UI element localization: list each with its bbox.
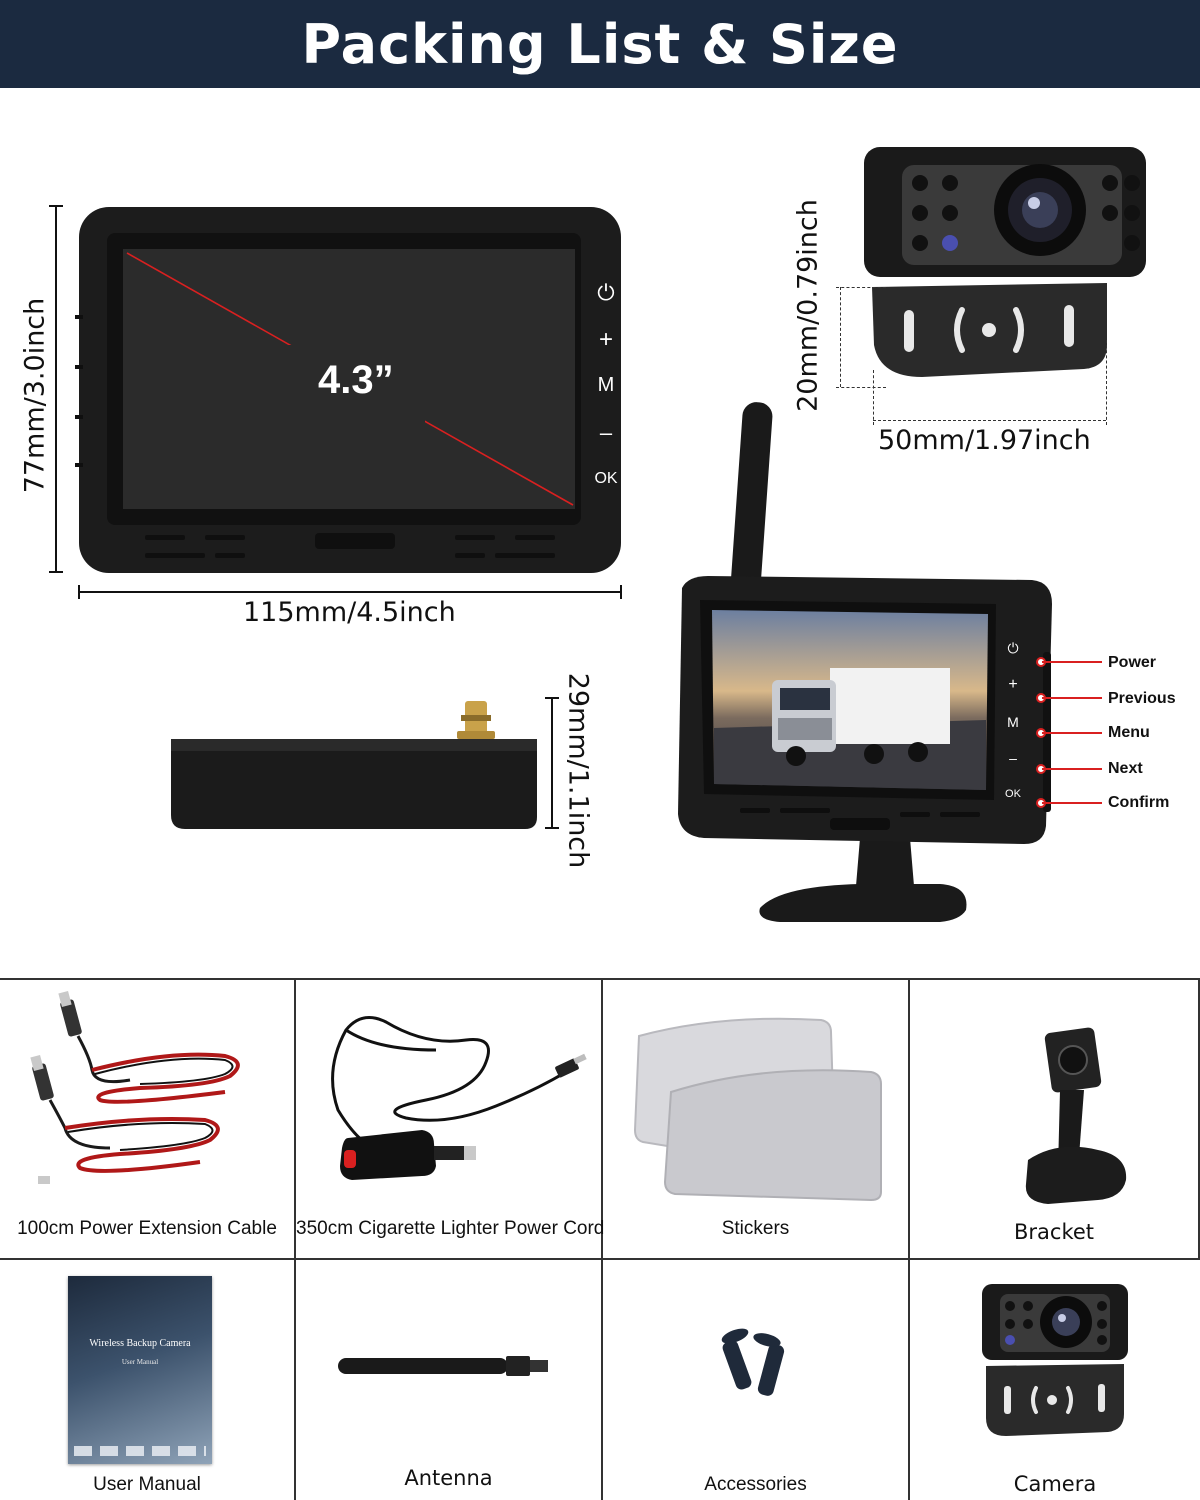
callout-power: Power xyxy=(1108,654,1157,671)
camera-height-guide-bottom xyxy=(836,387,886,388)
live-minus-icon: – xyxy=(1009,750,1017,766)
minus-icon: – xyxy=(599,420,613,445)
power-icon: ⏻ xyxy=(597,280,615,305)
monitor-width-label: 115mm/4.5inch xyxy=(243,597,456,628)
bracket-label: Bracket xyxy=(1013,1220,1095,1244)
item-user-manual: Wireless Backup Camera User Manual User … xyxy=(0,1260,296,1500)
header-banner: Packing List & Size xyxy=(0,0,1200,88)
monitor-screen-size: 4.3” xyxy=(318,358,394,402)
monitor-height-tick-top xyxy=(49,205,63,207)
receiver-diagram xyxy=(171,701,537,829)
manual-cover-subtitle: User Manual xyxy=(121,1358,159,1366)
live-ok-icon: OK xyxy=(1005,788,1021,800)
monitor-width-line xyxy=(78,591,622,593)
bracket-image xyxy=(1025,1027,1127,1204)
item-accessories: Accessories xyxy=(603,1260,910,1500)
item-camera: Camera xyxy=(910,1260,1200,1500)
monitor-button-column: ⏻ + M – OK xyxy=(590,280,622,500)
power-extension-cable-label: 100cm Power Extension Cable xyxy=(17,1218,277,1239)
manual-cover-title: Wireless Backup Camera xyxy=(89,1338,191,1349)
plus-icon: + xyxy=(598,326,613,353)
live-monitor xyxy=(678,402,1052,922)
menu-icon: M xyxy=(597,374,615,396)
antenna-image xyxy=(338,1356,548,1376)
monitor-width-tick-right xyxy=(620,585,622,599)
item-bracket: Bracket xyxy=(910,980,1200,1260)
page-title: Packing List & Size xyxy=(301,12,899,76)
camera-width-guide-right xyxy=(1106,340,1107,425)
callout-confirm: Confirm xyxy=(1108,794,1170,811)
ok-icon: OK xyxy=(594,470,618,487)
camera-label: Camera xyxy=(1013,1472,1097,1496)
item-antenna: Antenna xyxy=(296,1260,603,1500)
item-cigarette-lighter-cord: 350cm Cigarette Lighter Power Cord xyxy=(296,980,605,1260)
manual-cover-vehicle-strip xyxy=(74,1446,206,1456)
accessories-screws-image xyxy=(721,1328,785,1396)
cigarette-lighter-cord-label: 350cm Cigarette Lighter Power Cord xyxy=(296,1218,605,1239)
receiver-height-tick-top xyxy=(545,697,559,699)
monitor-width-tick-left xyxy=(78,585,80,599)
callout-next: Next xyxy=(1108,760,1143,777)
live-monitor-button-column: ⏻ + M – OK xyxy=(1002,640,1024,810)
callout-menu: Menu xyxy=(1108,724,1150,741)
user-manual-label: User Manual xyxy=(93,1474,201,1495)
receiver-height-tick-bottom xyxy=(545,827,559,829)
callout-line-next xyxy=(1042,768,1102,770)
antenna-label: Antenna xyxy=(404,1466,493,1490)
callout-line-menu xyxy=(1042,732,1102,734)
camera-width-guide-left xyxy=(873,370,874,425)
cigarette-lighter-cord-image xyxy=(331,1016,587,1180)
stickers-label: Stickers xyxy=(721,1218,790,1239)
callout-line-previous xyxy=(1042,697,1102,699)
accessories-label: Accessories xyxy=(704,1474,807,1495)
live-plus-icon: + xyxy=(1008,676,1018,693)
live-power-icon: ⏻ xyxy=(1007,640,1019,656)
camera-diagram xyxy=(864,147,1146,377)
power-extension-cable-image xyxy=(30,990,240,1184)
callout-previous: Previous xyxy=(1108,690,1176,707)
packing-list-grid: 100cm Power Extension Cable 350cm Cigare… xyxy=(0,978,1200,1500)
item-stickers: Stickers xyxy=(603,980,910,1260)
monitor-height-line xyxy=(55,205,57,573)
camera-height-guide-top xyxy=(836,287,886,288)
monitor-height-label: 77mm/3.0inch xyxy=(19,297,51,494)
stickers-image xyxy=(633,1017,882,1202)
callout-line-power xyxy=(1042,661,1102,663)
user-manual-cover: Wireless Backup Camera User Manual xyxy=(68,1276,212,1464)
camera-height-guide-left xyxy=(840,287,841,387)
receiver-height-line xyxy=(551,697,553,829)
callout-line-confirm xyxy=(1042,802,1102,804)
receiver-height-label: 29mm/1.1inch xyxy=(562,672,594,869)
live-menu-icon: M xyxy=(1007,714,1019,730)
monitor-diagram xyxy=(75,207,621,573)
camera-image xyxy=(982,1284,1128,1436)
item-power-extension-cable: 100cm Power Extension Cable xyxy=(0,980,296,1260)
camera-width-guide xyxy=(873,420,1106,421)
camera-height-label: 20mm/0.79inch xyxy=(792,199,824,412)
monitor-height-tick-bottom xyxy=(49,571,63,573)
camera-width-label: 50mm/1.97inch xyxy=(878,425,1091,456)
